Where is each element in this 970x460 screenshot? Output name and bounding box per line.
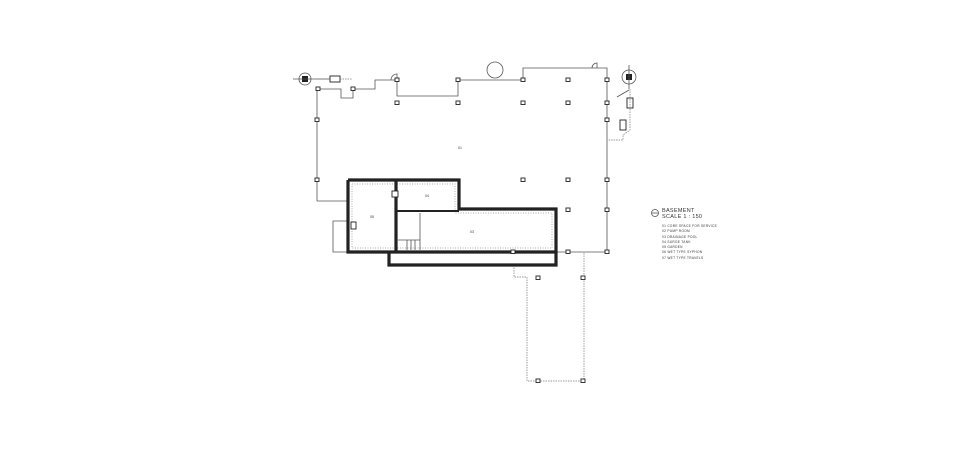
door-swing xyxy=(591,62,598,69)
room-tag-05: 05 xyxy=(370,215,374,219)
room-tag-03: 03 xyxy=(470,230,474,234)
legend-item: 05 GARDEN xyxy=(662,245,683,250)
valve-icon xyxy=(607,89,634,141)
basement-walls xyxy=(346,178,558,267)
tank-circle xyxy=(486,61,504,79)
drawing-title: BASEMENT xyxy=(662,208,695,214)
legend-item: 03 DRAINAGE POOL xyxy=(662,234,698,239)
column-marker xyxy=(520,77,526,82)
pump-fixture xyxy=(391,190,399,198)
legend-item: 07 WET TYPE TRAVELS xyxy=(662,255,704,260)
column-marker xyxy=(315,86,321,91)
column-marker xyxy=(510,249,516,254)
column-marker xyxy=(604,249,610,254)
column-marker xyxy=(455,77,461,82)
column-marker xyxy=(604,207,610,212)
legend-item: 01 CORE SPACE FOR SERVICE xyxy=(662,224,718,228)
side-enclosure xyxy=(332,220,348,253)
door-swing xyxy=(390,73,398,81)
column-marker xyxy=(535,275,541,280)
column-marker xyxy=(604,117,610,122)
room-tag-04: 04 xyxy=(425,194,429,198)
site-boundary xyxy=(316,67,608,253)
drawing-scale: SCALE 1 : 150 xyxy=(662,214,703,220)
column-marker xyxy=(604,177,610,182)
column-marker xyxy=(604,100,610,105)
column-marker xyxy=(314,177,320,182)
north-arrow-icon xyxy=(293,72,317,86)
stairs xyxy=(398,239,420,250)
legend-item: 04 SURGE TANK xyxy=(662,239,691,244)
lower-extension xyxy=(513,252,585,382)
structural-columns xyxy=(314,77,610,383)
legend-item: 02 PUMP ROOM xyxy=(662,229,690,234)
column-marker xyxy=(580,378,586,383)
column-marker xyxy=(314,117,320,122)
column-marker xyxy=(520,177,526,182)
column-marker xyxy=(565,207,571,212)
legend-list: 01 CORE SPACE FOR SERVICE 02 PUMP ROOM 0… xyxy=(662,224,717,261)
column-marker xyxy=(394,77,400,82)
valve-icon xyxy=(317,75,352,83)
column-marker xyxy=(565,100,571,105)
room-tag-01: 01 xyxy=(458,146,462,150)
column-marker xyxy=(565,177,571,182)
column-marker xyxy=(535,378,541,383)
pump-fixture xyxy=(350,221,357,230)
column-marker xyxy=(565,77,571,82)
north-arrow-icon xyxy=(621,65,637,89)
section-marker-icon xyxy=(651,209,659,217)
drawing-legend: BASEMENT SCALE 1 : 150 01 CORE SPACE FOR… xyxy=(662,208,717,261)
column-marker xyxy=(565,249,571,254)
column-marker xyxy=(580,275,586,280)
column-marker xyxy=(350,86,356,91)
column-marker xyxy=(455,100,461,105)
column-marker xyxy=(520,100,526,105)
column-marker xyxy=(394,100,400,105)
legend-item: 06 WET TYPE SYPHON xyxy=(662,250,703,255)
column-marker xyxy=(604,77,610,82)
